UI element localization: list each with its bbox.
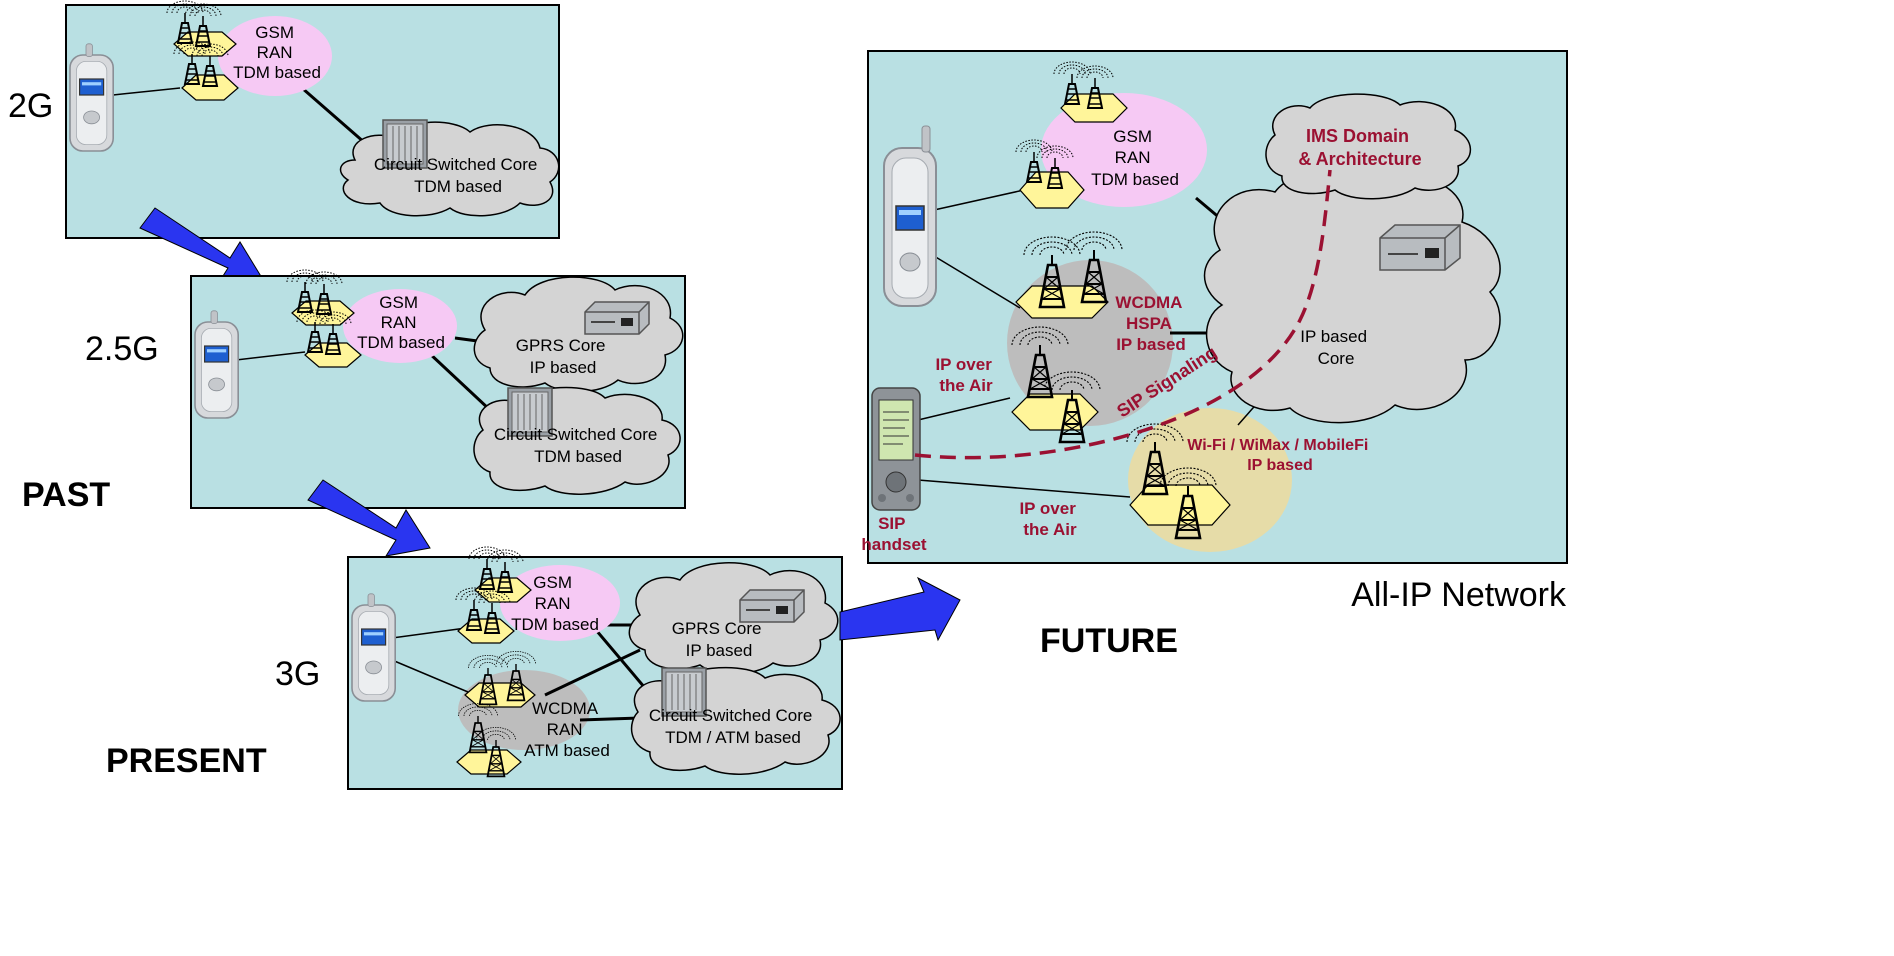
cloud-ip-core: [1203, 167, 1501, 424]
transition-arrow: [139, 207, 263, 285]
era-label-2g: 2G: [8, 87, 53, 125]
wcdma-label-line: RAN: [547, 720, 583, 739]
sip-handset-icon: [871, 387, 921, 511]
svg-text:GSM RAN TDM based: GSM RAN TDM based: [233, 23, 321, 82]
wcdma-label-line: HSPA: [1126, 314, 1172, 333]
handset-label-line: handset: [861, 535, 927, 554]
transition-arrow: [307, 479, 431, 557]
cloud-ims: [1265, 93, 1472, 200]
svg-text:GSM RAN TDM based: GSM RAN TDM based: [357, 293, 445, 352]
svg-text:IMS Domain & Architectur: IMS Domain & Architecture: [1298, 126, 1421, 169]
wcdma-label-line: IP based: [1116, 335, 1186, 354]
transition-arrow: [839, 576, 961, 642]
router-icon: [739, 589, 805, 623]
panel-3g: GSM RAN TDM based GPRS Core IP based WCD…: [347, 546, 843, 790]
era-label-3g: 3G: [275, 655, 320, 693]
svg-text:IP over the Air: IP over the Air: [935, 355, 996, 395]
phone-icon: [351, 592, 397, 702]
core-label-line: TDM based: [534, 447, 622, 466]
svg-text:IP over the Air: IP over the Air: [1019, 499, 1080, 539]
svg-text:GPRS Core IP based: GPRS Core IP based: [516, 336, 610, 377]
svg-text:WCDMA RAN ATM base: WCDMA RAN ATM based: [524, 699, 610, 760]
core-server-icon: [1379, 224, 1461, 271]
ran-label-line: TDM based: [511, 615, 599, 634]
core-label-line: IP based: [1300, 327, 1367, 346]
ran-label-line: GSM: [379, 293, 418, 312]
svg-text:GSM RAN TDM based: GSM RAN TDM based: [511, 573, 599, 634]
ran-label-line: GSM: [255, 23, 294, 42]
cell-hexagon: [304, 342, 362, 368]
ims-label-line: IMS Domain: [1306, 126, 1409, 146]
gsm-ran-zone: [218, 16, 332, 96]
ran-label-line: RAN: [257, 43, 293, 62]
cell-hexagon: [181, 74, 239, 101]
core-label-line: Circuit Switched Core: [494, 425, 657, 444]
core-label-line: Circuit Switched Core: [374, 155, 537, 174]
svg-text:GSM RAN TDM based: GSM RAN TDM based: [1091, 127, 1179, 189]
wifi-label-line: IP based: [1247, 457, 1313, 474]
svg-text:SIP handset: SIP handset: [861, 514, 927, 554]
panel-2-5g: GSM RAN TDM based GPRS Core IP based Cir…: [190, 269, 686, 509]
era-label-2-5g: 2.5G: [85, 330, 159, 368]
gprs-label-line: GPRS Core: [516, 336, 606, 355]
gprs-label-line: IP based: [686, 641, 753, 660]
wcdma-label-line: WCDMA: [532, 699, 599, 718]
ran-label-line: TDM based: [233, 63, 321, 82]
ran-label-line: TDM based: [357, 333, 445, 352]
sip-signaling-path: [914, 169, 1332, 460]
cell-hexagon: [1011, 393, 1099, 431]
panel-2g: GSM RAN TDM based Circuit Switched Core …: [65, 0, 560, 239]
wcdma-label-line: ATM based: [524, 741, 610, 760]
core-label-line: TDM / ATM based: [665, 728, 801, 747]
wifi-zone: [1128, 408, 1292, 552]
gsm-ran-zone: [500, 565, 620, 641]
wcdma-label-line: WCDMA: [1115, 293, 1182, 312]
svg-text:Circuit Switched Core TD: Circuit Switched Core TDM based: [374, 155, 542, 196]
era-label-present: PRESENT: [106, 742, 267, 780]
core-label-line: TDM based: [414, 177, 502, 196]
ran-label-line: GSM: [533, 573, 572, 592]
core-label-line: Circuit Switched Core: [649, 706, 812, 725]
svg-text:WCDMA HSPA IP base: WCDMA HSPA IP based: [1115, 293, 1186, 354]
gsm-ran-zone: [343, 289, 457, 363]
ran-label-line: TDM based: [1091, 170, 1179, 189]
air-label-line: the Air: [939, 376, 993, 395]
ran-label-line: RAN: [1115, 148, 1151, 167]
era-label-future: FUTURE: [1040, 622, 1178, 660]
gprs-label-line: GPRS Core: [672, 619, 762, 638]
ims-label-line: & Architecture: [1298, 149, 1421, 169]
core-label-line: Core: [1318, 349, 1355, 368]
wifi-label-line: Wi-Fi / WiMax / MobileFi: [1187, 437, 1368, 454]
handset-label-line: SIP: [878, 514, 905, 533]
phone-icon: [883, 125, 937, 307]
gprs-label-line: IP based: [530, 358, 597, 377]
svg-text:Circuit Switched Core TD: Circuit Switched Core TDM based: [494, 425, 662, 466]
panel-future: GSM RAN TDM based IMS Domain & Architect…: [861, 50, 1568, 564]
phone-icon: [69, 42, 115, 152]
cell-hexagon: [474, 577, 532, 603]
cell-hexagon: [456, 749, 522, 775]
ran-label-line: RAN: [381, 313, 417, 332]
air-label-line: IP over: [935, 355, 992, 374]
air-label-line: IP over: [1019, 499, 1076, 518]
era-label-past: PAST: [22, 476, 110, 514]
svg-text:GPRS Core IP based: GPRS Core IP based: [672, 619, 766, 660]
phone-icon: [194, 309, 239, 419]
ran-label-line: GSM: [1113, 127, 1152, 146]
svg-text:Wi-Fi / WiMax / MobileFi: Wi-Fi / WiMax / MobileFi IP based: [1187, 437, 1373, 474]
router-icon: [584, 301, 650, 335]
ran-label-line: RAN: [535, 594, 571, 613]
air-label-line: the Air: [1023, 520, 1077, 539]
all-ip-network-caption: All-IP Network: [1351, 576, 1567, 614]
svg-text:IP based Core: IP based Core: [1300, 327, 1372, 368]
svg-text:Circuit Switched Core TD: Circuit Switched Core TDM / ATM based: [649, 706, 817, 747]
